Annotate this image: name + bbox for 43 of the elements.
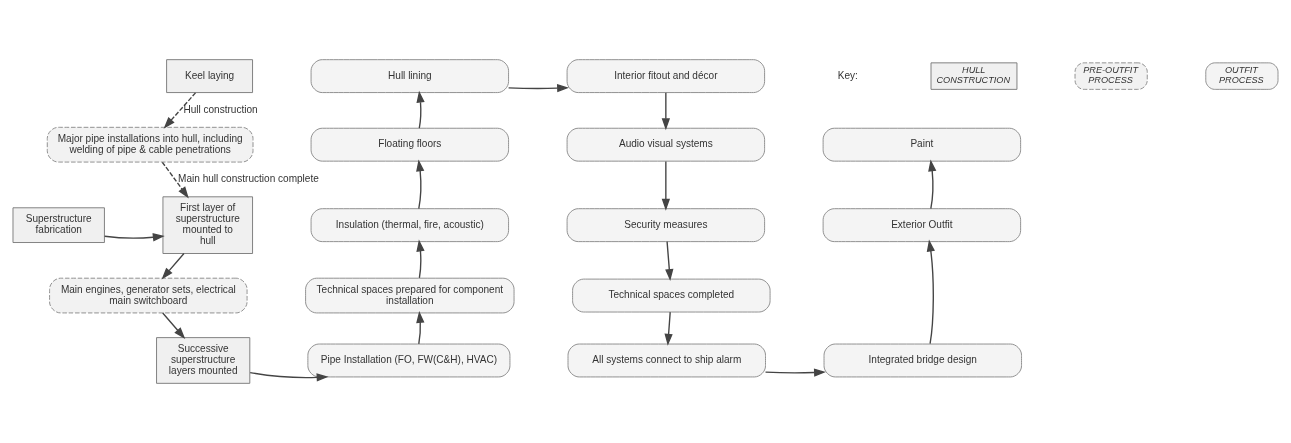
arrow <box>416 239 425 279</box>
arrow <box>928 159 937 210</box>
legend-label: OUTFIT PROCESS <box>1219 65 1264 85</box>
arrow <box>664 311 673 346</box>
node-box: All systems connect to ship alarm <box>567 343 766 378</box>
arrow <box>764 368 826 377</box>
arrow <box>104 233 165 242</box>
legend-label: PRE-OUTFIT PROCESS <box>1083 65 1138 85</box>
node-box: Keel laying <box>166 59 253 94</box>
arrow <box>507 84 569 93</box>
legend-label: HULL CONSTRUCTION <box>936 65 1011 85</box>
node-box: Hull lining <box>310 59 510 94</box>
node-box: Major pipe installations into hull, including welding of pipe & cable penetrations <box>46 126 254 163</box>
node-box: Interior fitout and décor <box>566 59 766 94</box>
arrow <box>416 311 425 345</box>
node-box: First layer of superstructure mounted to hull <box>162 196 253 254</box>
edge-label: Main hull construction complete <box>178 173 319 184</box>
arrow <box>665 240 674 281</box>
node-box: Security measures <box>566 208 766 243</box>
arrow <box>161 161 189 199</box>
arrow <box>163 92 197 129</box>
node-box: Paint <box>822 127 1022 162</box>
arrow <box>926 239 935 345</box>
label: Key: <box>837 69 858 81</box>
arrow <box>661 160 670 211</box>
node-box: Main engines, generator sets, electrical main switchboard <box>49 277 248 314</box>
arrow <box>416 159 425 210</box>
arrow <box>162 312 186 339</box>
arrow <box>661 92 670 131</box>
edge-label: Hull construction <box>183 103 258 115</box>
node-box: Successive superstructure layers mounted <box>156 337 251 384</box>
node-box: Audio visual systems <box>566 127 766 162</box>
node-box: Exterior Outfit <box>822 208 1022 243</box>
node-box: Technical spaces completed <box>572 278 771 313</box>
arrow <box>249 371 329 382</box>
arrow <box>416 90 425 129</box>
node-box: Technical spaces prepared for component installation <box>305 277 515 314</box>
node-box: Pipe Installation (FO, FW(C&H), HVAC) <box>307 343 511 378</box>
node-box: Insulation (thermal, fire, acoustic) <box>310 208 510 243</box>
node-box: Superstructure fabrication <box>12 207 105 243</box>
node-box: Floating floors <box>310 127 510 162</box>
node-box: Integrated bridge design <box>823 343 1022 378</box>
arrow <box>161 252 185 280</box>
